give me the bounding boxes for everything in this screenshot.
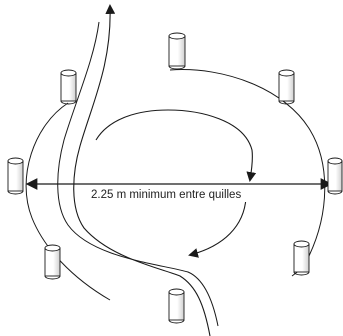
measurement-label-bg	[88, 186, 270, 202]
pin-mid-left	[7, 157, 24, 195]
inner-loop-lower	[188, 197, 247, 258]
pin-mid-right	[327, 157, 343, 195]
pin-top-center	[168, 32, 186, 70]
pin-top-left	[60, 69, 77, 105]
outer-path-left-arc	[25, 102, 111, 301]
s-band-left-stroke	[57, 21, 219, 327]
pin-bottom-left	[44, 244, 61, 280]
s-band-right-stroke	[73, 4, 211, 336]
pin-top-right	[278, 69, 295, 105]
measurement-label: 2.25 m minimum entre quilles	[91, 189, 241, 201]
inner-loop-upper	[95, 109, 257, 182]
pin-bottom-right	[293, 240, 310, 276]
pin-bottom-center	[168, 288, 185, 324]
